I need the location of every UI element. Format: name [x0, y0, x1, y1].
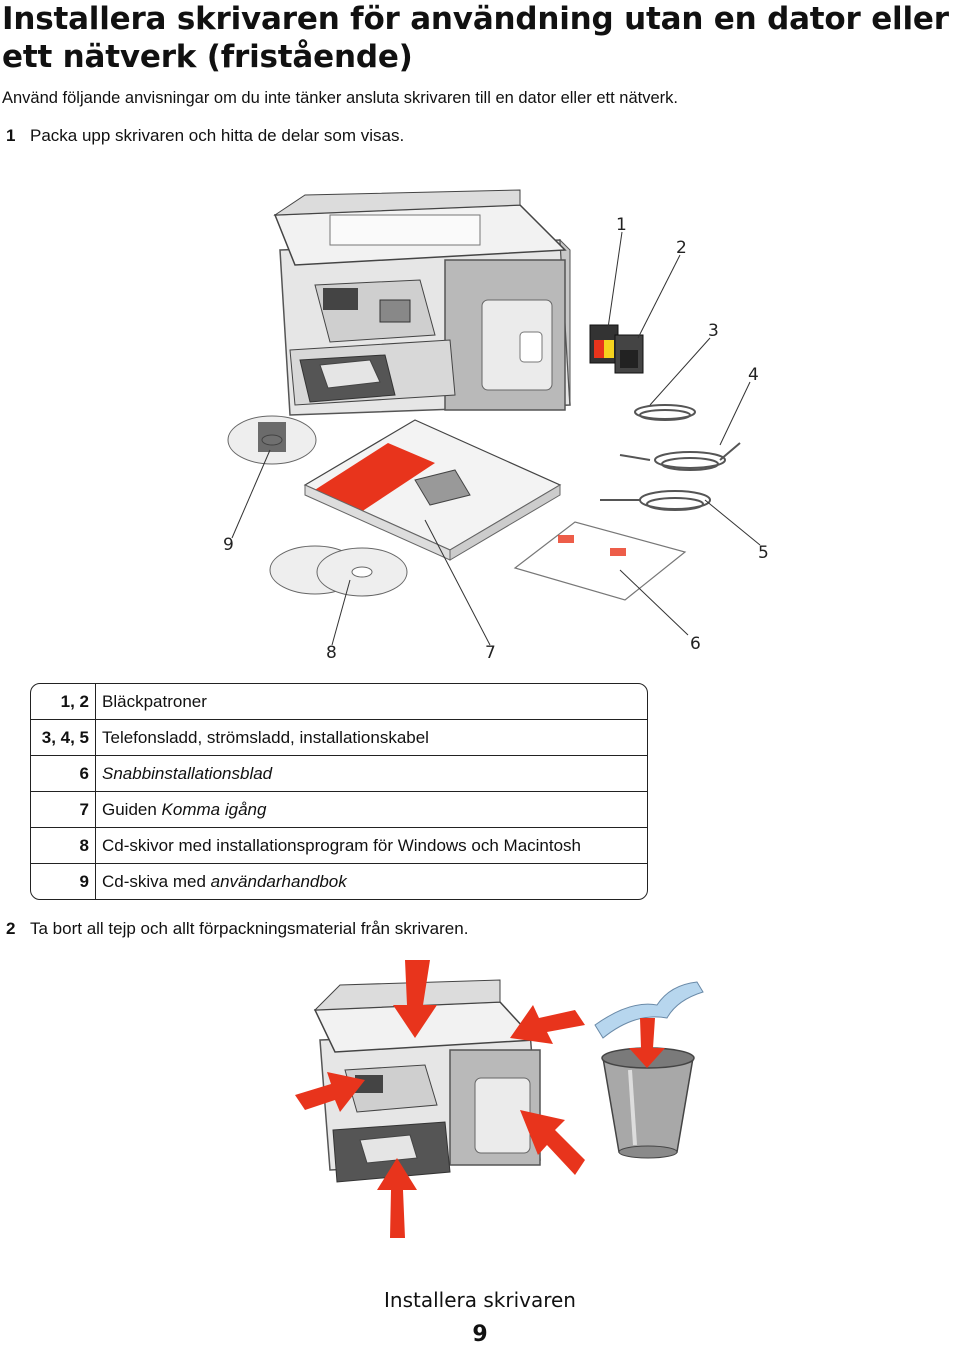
table-row: 8 Cd-skivor med installationsprogram för…: [31, 828, 647, 864]
arrow-icon: [520, 1110, 585, 1175]
arrow-icon: [295, 1072, 365, 1112]
part-description-prefix: Guiden: [102, 799, 162, 819]
setup-sheet-illustration: [513, 521, 687, 601]
table-row: 9 Cd-skiva med användarhandbok: [31, 864, 647, 899]
parts-table: 1, 2 Bläckpatroner 3, 4, 5 Telefonsladd,…: [30, 683, 648, 900]
cd-user-guide-illustration: [227, 415, 317, 465]
printer-contents-figure: 1 2 3 4 5 6 7 8 9: [223, 189, 769, 663]
arrow-icon: [377, 1158, 417, 1238]
part-description: Cd-skiva med användarhandbok: [96, 864, 647, 899]
callout-7: 7: [485, 643, 496, 663]
part-number: 1, 2: [31, 684, 96, 720]
part-description: Telefonsladd, strömsladd, installationsk…: [96, 720, 647, 756]
page-number: 9: [472, 1322, 488, 1347]
installation-cds-illustration: [269, 545, 408, 597]
printer-illustration: [313, 979, 541, 1183]
arrow-icon: [393, 960, 437, 1038]
page-title: Installera skrivaren för användning utan…: [2, 1, 949, 75]
table-row: 3, 4, 5 Telefonsladd, strömsladd, instal…: [31, 720, 647, 756]
part-number: 8: [31, 828, 96, 864]
step-number: 1: [6, 126, 16, 145]
intro-text: Använd följande anvisningar om du inte t…: [2, 89, 678, 107]
step-text: Ta bort all tejp och allt förpackningsma…: [30, 919, 469, 938]
trash-can-icon: [601, 1047, 695, 1159]
callout-5: 5: [758, 543, 769, 563]
part-description-prefix: Cd-skiva med: [102, 871, 211, 891]
callout-6: 6: [690, 634, 701, 654]
step-2: 2 Ta bort all tejp och allt förpackningsm…: [6, 917, 468, 941]
part-description: Guiden Komma igång: [96, 792, 647, 828]
callout-3: 3: [708, 321, 719, 341]
callout-8: 8: [326, 643, 337, 663]
callout-1: 1: [616, 215, 627, 235]
callout-4: 4: [748, 365, 759, 385]
part-number: 6: [31, 756, 96, 792]
arrow-icon: [510, 1005, 585, 1044]
callout-2: 2: [676, 238, 687, 258]
part-description: Snabbinstallationsblad: [96, 756, 647, 792]
part-number: 7: [31, 792, 96, 828]
part-description-italic: Komma igång: [161, 799, 267, 819]
step-text: Packa upp skrivaren och hitta de delar s…: [30, 126, 405, 145]
callout-9: 9: [223, 535, 234, 555]
cables-illustration: [600, 404, 741, 511]
step-1: 1 Packa upp skrivaren och hitta de delar …: [6, 124, 404, 148]
table-row: 6 Snabbinstallationsblad: [31, 756, 647, 792]
table-row: 1, 2 Bläckpatroner: [31, 684, 647, 720]
ink-cartridges-illustration: [589, 324, 644, 374]
part-description-italic: användarhandbok: [210, 871, 347, 891]
footer-section-title: Installera skrivaren: [384, 1288, 576, 1312]
step-number: 2: [6, 919, 16, 938]
part-description: Cd-skivor med installationsprogram för W…: [96, 828, 647, 864]
getting-started-booklet-illustration: [303, 419, 562, 561]
remove-tape-figure: [295, 960, 704, 1238]
part-description: Bläckpatroner: [96, 684, 647, 720]
arrow-icon: [629, 1018, 665, 1068]
part-number: 3, 4, 5: [31, 720, 96, 756]
callout-leader-lines: [231, 231, 761, 646]
table-row: 7 Guiden Komma igång: [31, 792, 647, 828]
part-number: 9: [31, 864, 96, 899]
red-arrows: [295, 960, 585, 1238]
printer-illustration: [273, 189, 571, 416]
